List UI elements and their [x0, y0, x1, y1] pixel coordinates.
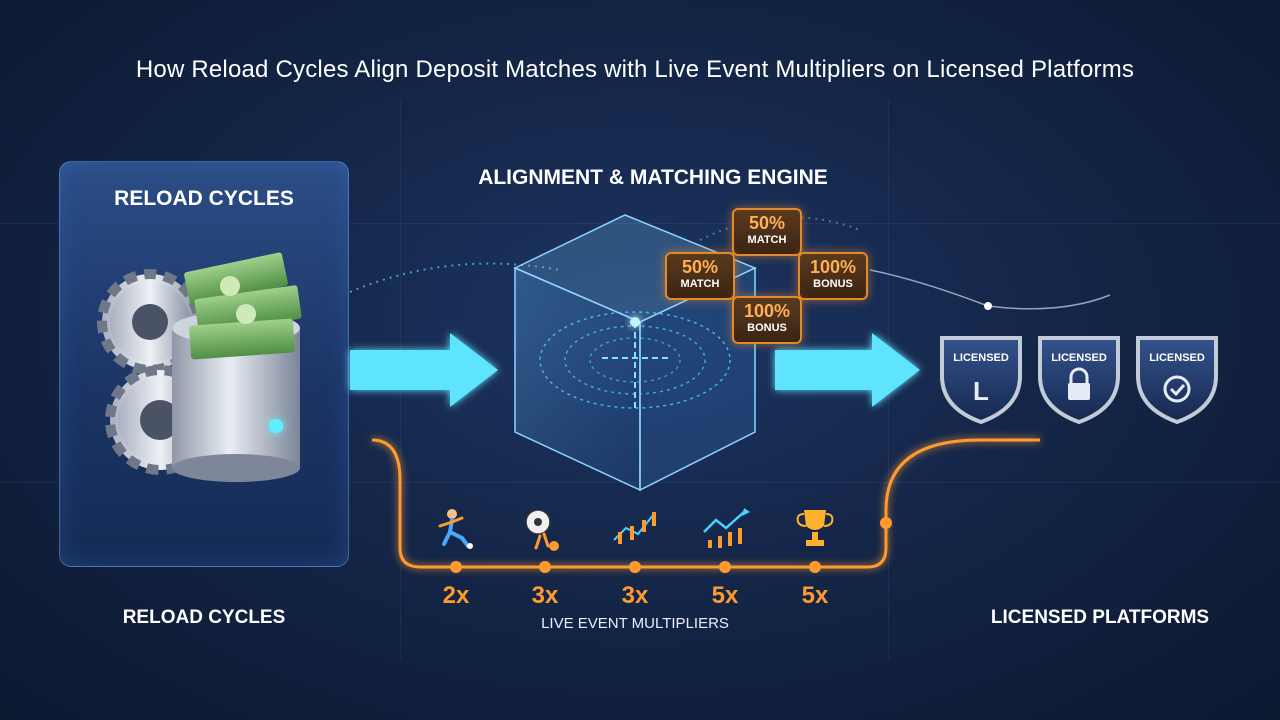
match-badge: 50% MATCH [665, 252, 735, 300]
grid-line [0, 223, 1280, 224]
cash-stack-icon [184, 252, 302, 360]
trophy-icon [796, 510, 834, 546]
reload-cycles-panel-title: RELOAD CYCLES [114, 187, 294, 210]
page-title: How Reload Cycles Align Deposit Matches … [135, 56, 1135, 83]
licensed-platforms-label: LICENSED PLATFORMS [990, 607, 1210, 628]
checkmark-icon [1163, 375, 1191, 403]
multiplier-value: 3x [531, 582, 559, 609]
multiplier-value: 3x [621, 582, 649, 609]
bonus-badge: 100% BONUS [798, 252, 868, 300]
badge-kind: MATCH [747, 234, 787, 246]
multiplier-value: 5x [711, 582, 739, 609]
soccer-ball-kick-icon [525, 509, 559, 551]
candlestick-chart-icon [613, 512, 656, 544]
soccer-player-icon [438, 509, 473, 549]
licensed-shield-1: LICENSED L [940, 336, 1022, 425]
badge-percent: 50% [681, 257, 719, 277]
badge-kind: MATCH [680, 278, 720, 290]
svg-text:LICENSED: LICENSED [953, 352, 1009, 364]
arrow-right-icon [350, 333, 498, 407]
svg-text:LICENSED: LICENSED [1149, 352, 1205, 364]
padlock-icon [1068, 367, 1090, 400]
multiplier-timeline [371, 438, 1040, 573]
bonus-badge: 100% BONUS [732, 296, 802, 344]
trend-chart-icon [703, 508, 750, 548]
reload-cycles-label: RELOAD CYCLES [122, 607, 286, 628]
licensed-shield-3: LICENSED [1136, 336, 1218, 425]
svg-text:LICENSED: LICENSED [1051, 352, 1107, 364]
licensed-shield-2: LICENSED [1038, 336, 1120, 425]
letter-l-icon: L [973, 376, 989, 406]
badge-percent: 100% [809, 257, 857, 277]
multiplier-value: 2x [442, 582, 470, 609]
badge-kind: BONUS [813, 278, 853, 290]
multipliers-caption: LIVE EVENT MULTIPLIERS [541, 615, 729, 632]
multiplier-value: 5x [801, 582, 829, 609]
badge-percent: 100% [743, 301, 791, 321]
matching-engine-cube-icon [513, 214, 757, 492]
match-badge: 50% MATCH [732, 208, 802, 256]
engine-title: ALIGNMENT & MATCHING ENGINE [478, 166, 828, 189]
arrow-right-icon [775, 333, 920, 407]
badge-percent: 50% [748, 213, 786, 233]
badge-kind: BONUS [747, 322, 787, 334]
